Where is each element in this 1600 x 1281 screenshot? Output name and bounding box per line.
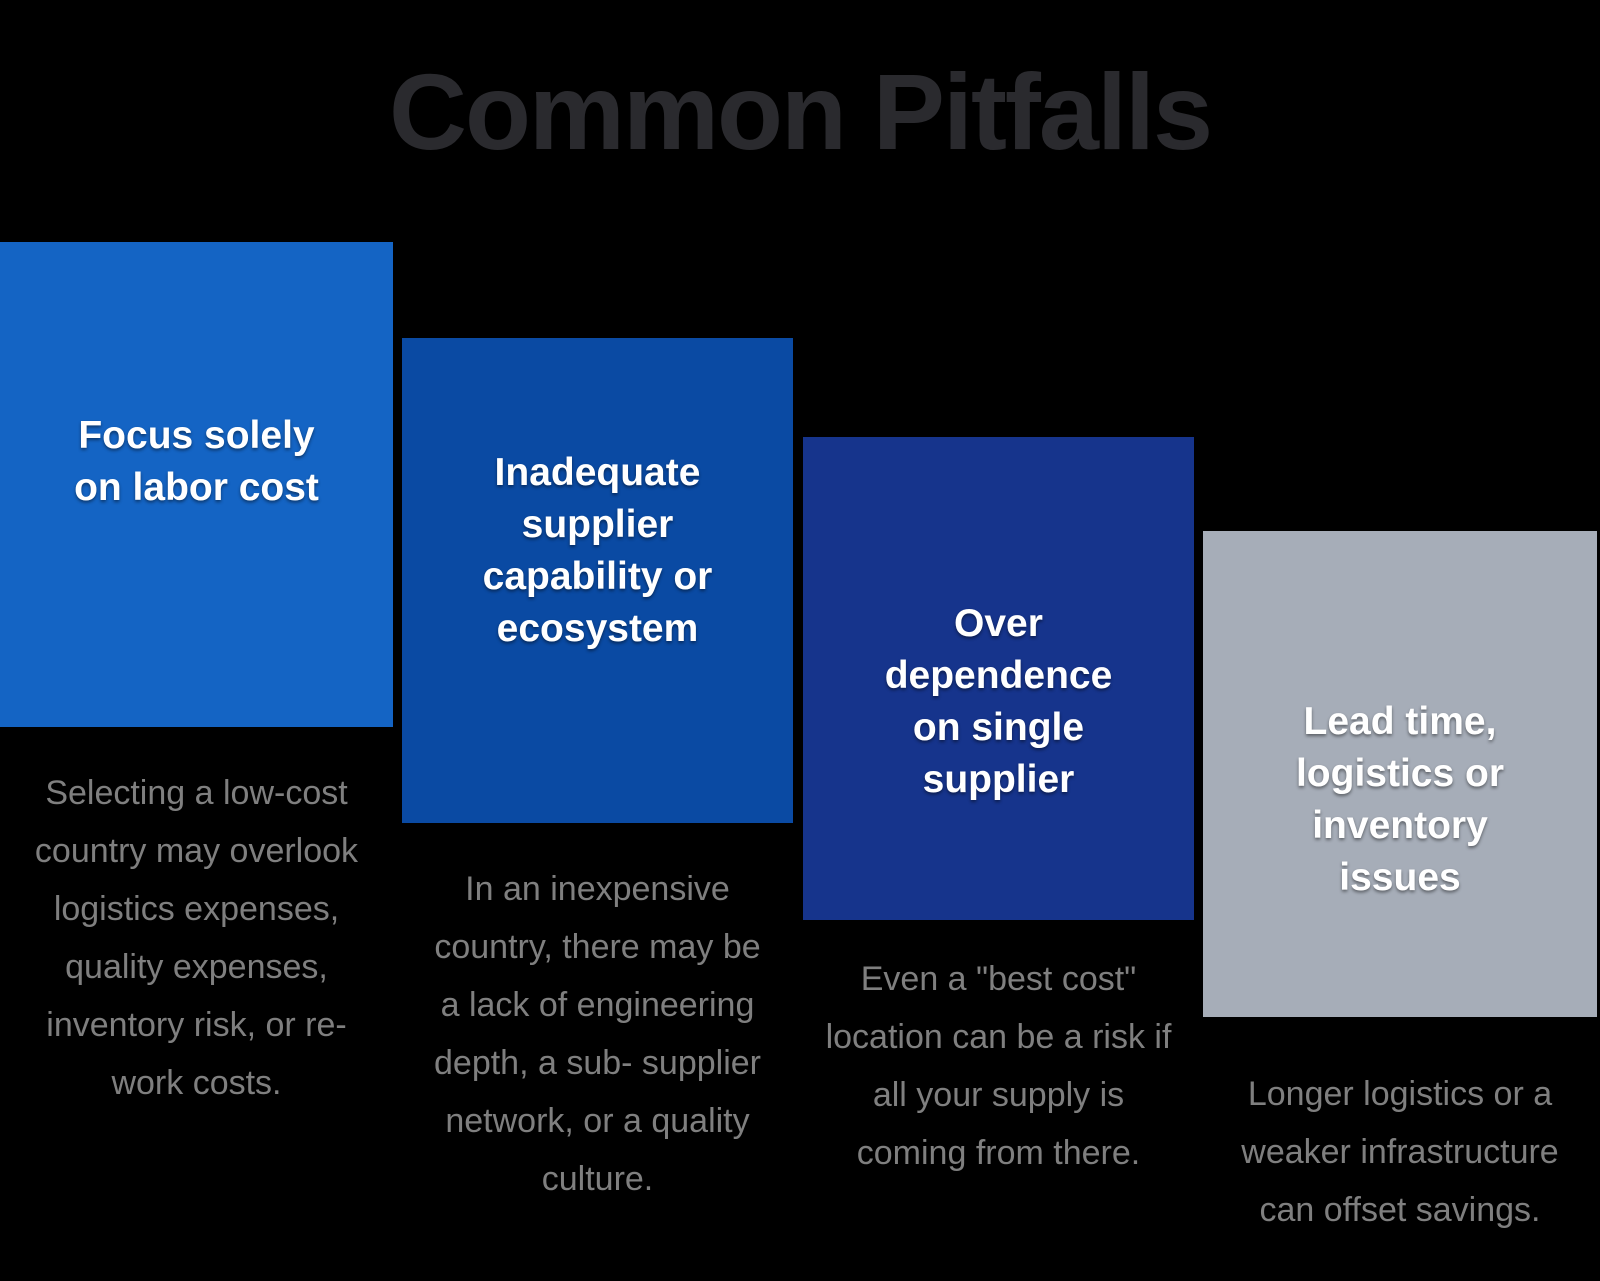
pitfall-box-lead-time: Lead time, logistics or inventory issues (1203, 531, 1597, 1017)
pitfall-description: In an inexpensive country, there may be … (434, 870, 761, 1198)
pitfall-box-supplier-capability: Inadequate supplier capability or ecosys… (402, 338, 793, 823)
pitfall-description: Selecting a low-cost country may overloo… (34, 774, 359, 1102)
pitfall-heading: Lead time, logistics or inventory issues (1295, 700, 1505, 899)
pitfall-description: Longer logistics or a weaker infrastruct… (1241, 1075, 1559, 1229)
pitfall-heading: Over dependence on single supplier (884, 601, 1113, 801)
page-title: Common Pitfalls (388, 51, 1213, 172)
pitfall-box-labor-cost: Focus solely on labor cost (0, 242, 393, 727)
pitfall-heading: Focus solely on labor cost (74, 413, 319, 509)
pitfall-heading: Inadequate supplier capability or ecosys… (482, 450, 713, 650)
pitfall-box-single-supplier: Over dependence on single supplier (803, 437, 1194, 920)
pitfall-description: Even a "best cost" location can be a ris… (825, 960, 1172, 1172)
